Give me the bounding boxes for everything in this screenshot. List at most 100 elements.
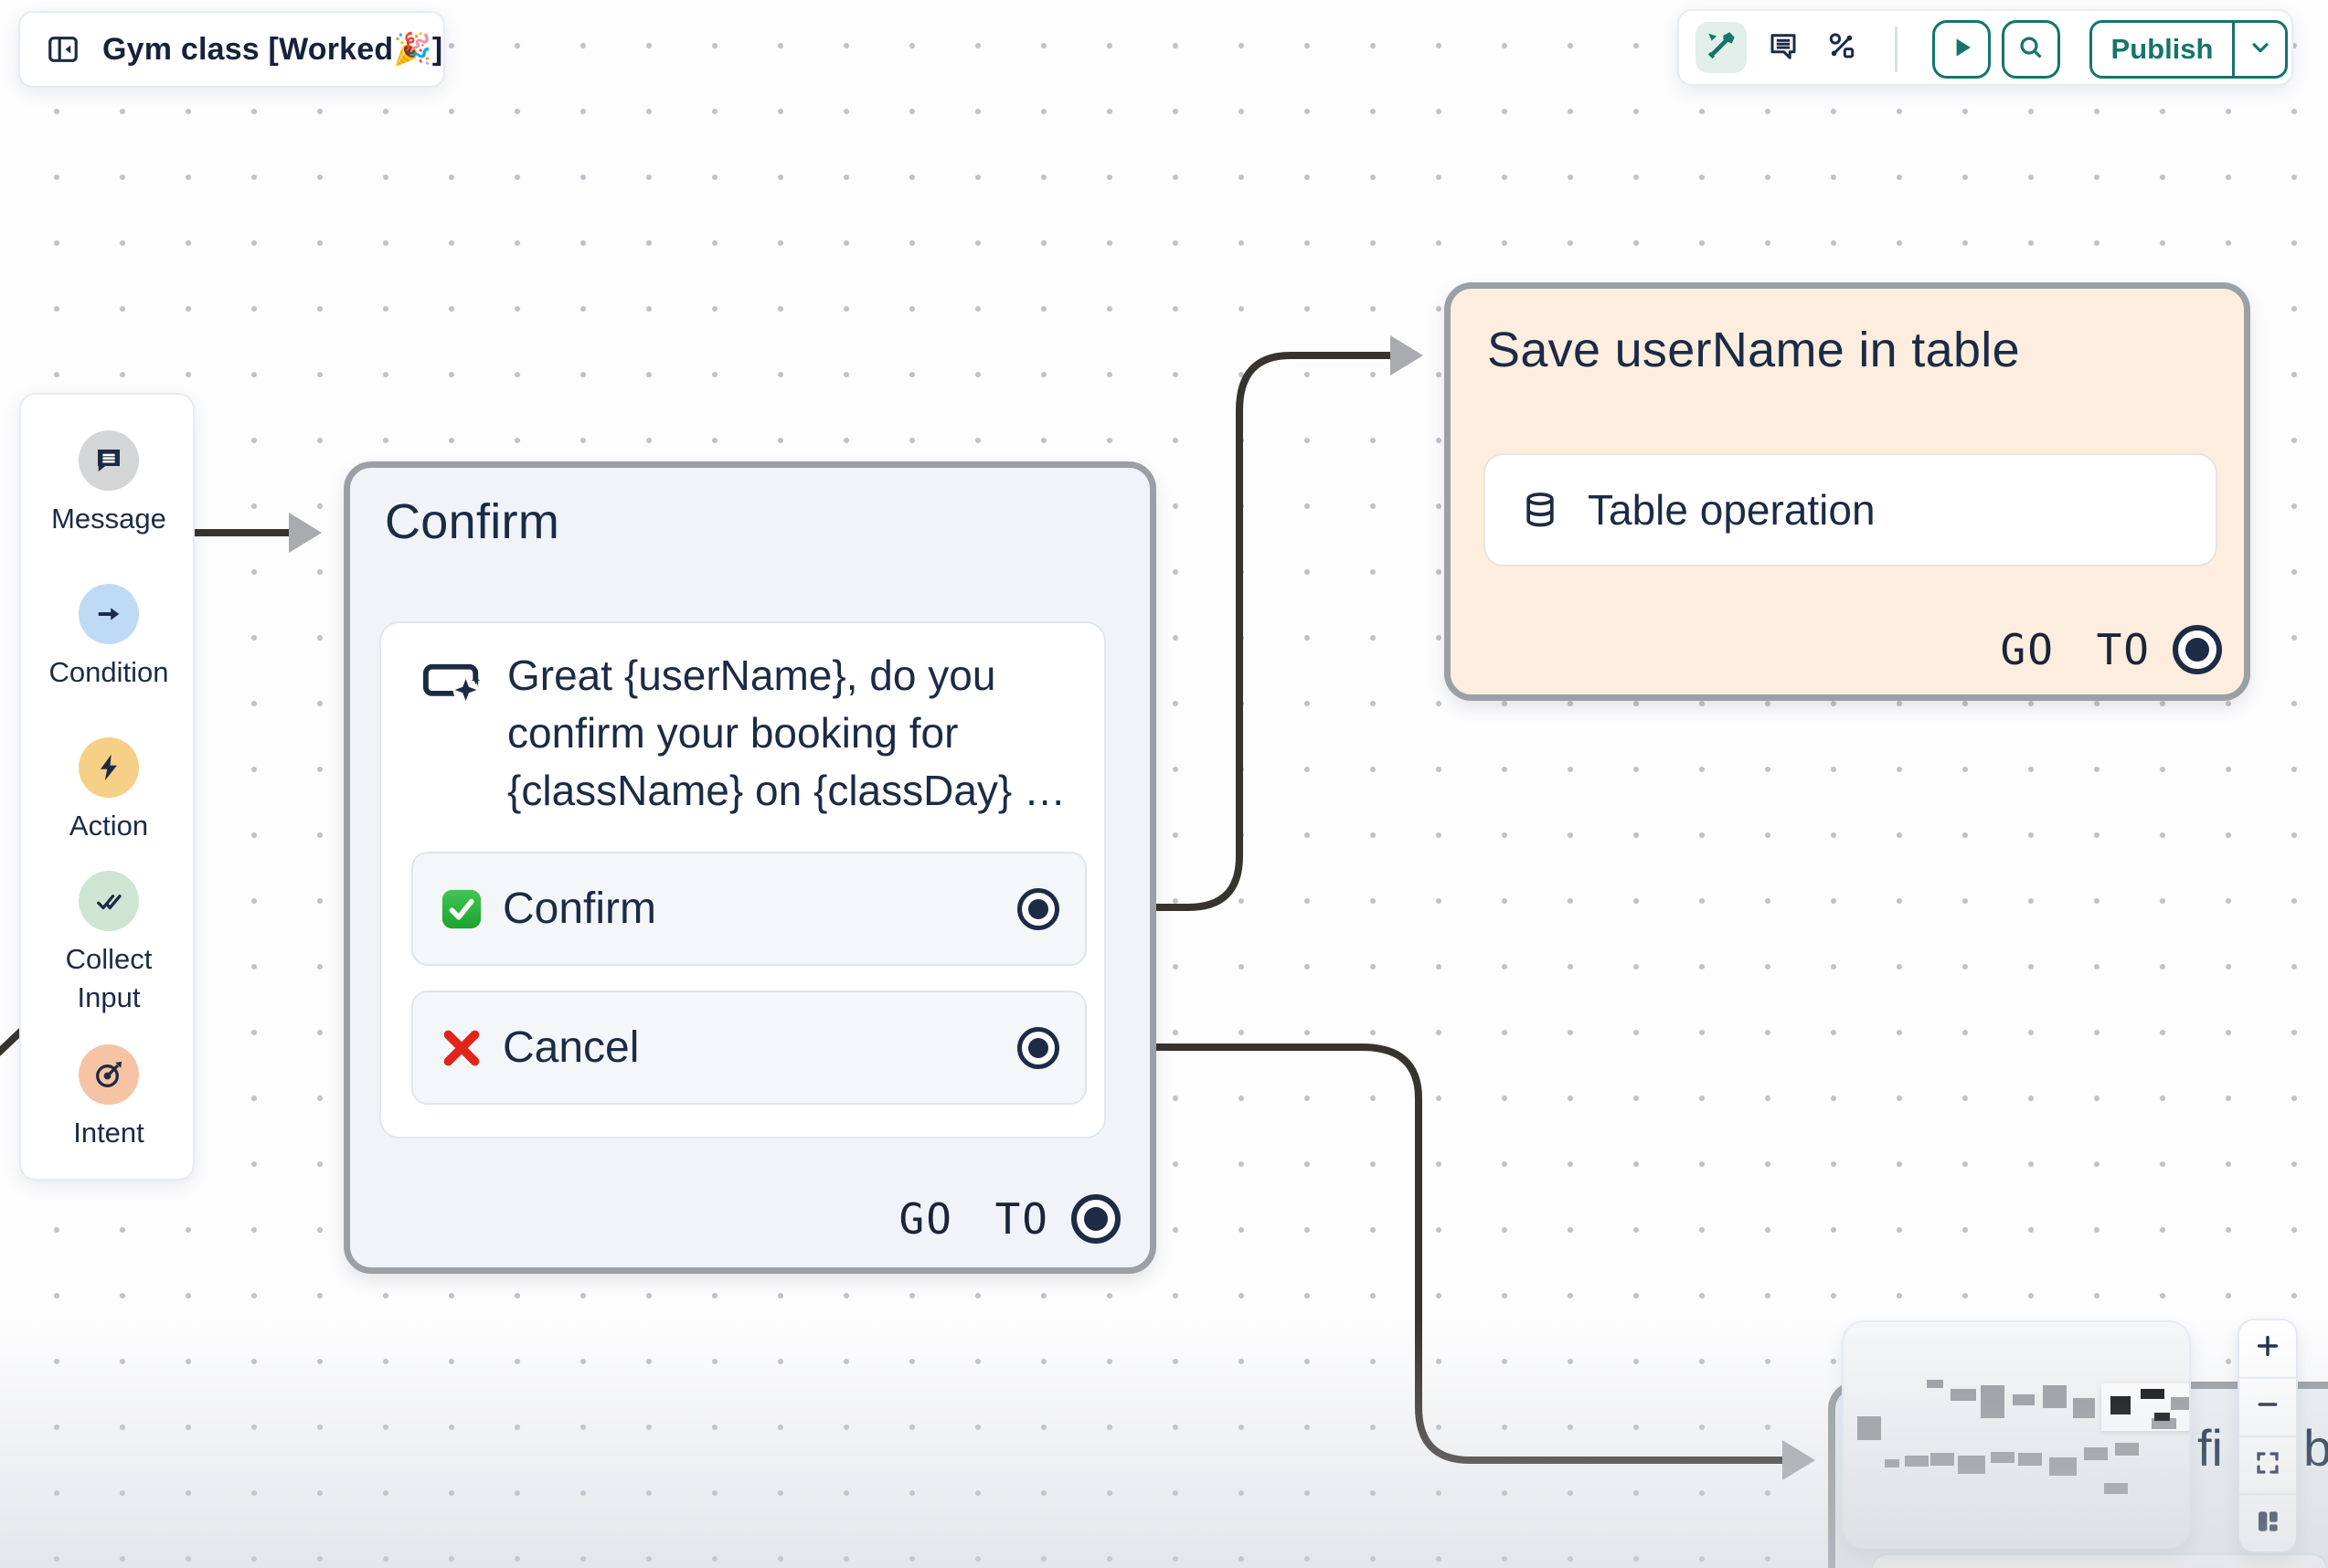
chevron-down-icon [2247, 34, 2274, 66]
toolbar-divider [1895, 26, 1897, 72]
panel-left-icon[interactable] [46, 32, 80, 67]
play-icon [1946, 32, 1977, 68]
palette-item-message[interactable]: Message [21, 430, 197, 538]
project-title-chip[interactable]: Gym class [Worked🎉] [18, 11, 445, 88]
table-operation-label: Table operation [1588, 485, 1876, 535]
palette-item-label: Intent [73, 1114, 144, 1152]
minimap-node-rect [2154, 1413, 2170, 1421]
intent-target-icon [79, 1044, 139, 1105]
publish-caret-button[interactable] [2232, 23, 2285, 76]
palette-item-condition[interactable]: Condition [21, 584, 197, 692]
check-emoji-icon [441, 888, 483, 930]
table-operation-row[interactable]: Table operation [1483, 453, 2217, 567]
node-confirm[interactable]: Confirm Great {userName}, do you confirm… [344, 461, 1156, 1274]
minimap-node-rect [1905, 1456, 1929, 1467]
port-save-goto[interactable] [2173, 625, 2222, 674]
node-title: Confirm [385, 493, 559, 550]
layout-icon [2253, 1507, 2282, 1541]
arrowhead-save [1390, 335, 1423, 376]
minimap-node-rect [1951, 1389, 1976, 1401]
publish-label[interactable]: Publish [2092, 23, 2232, 76]
minimap-node-rect [2141, 1389, 2164, 1399]
minimap-node-rect [1991, 1452, 2014, 1463]
plus-icon [2253, 1331, 2282, 1365]
palette-item-label: Action [69, 807, 148, 845]
minimap-node-rect [2104, 1483, 2128, 1494]
bolt-icon [79, 737, 139, 798]
tools-button[interactable] [1696, 22, 1747, 73]
search-button[interactable] [2002, 20, 2060, 79]
partial-text-fragment: fi [2197, 1418, 2223, 1478]
palette-item-action[interactable]: Action [21, 737, 197, 845]
port-confirm-choice[interactable] [1017, 888, 1059, 930]
card-sparkle-icon [423, 660, 484, 704]
palette-item-label: Collect Input [40, 940, 177, 1017]
zoom-in-button[interactable] [2239, 1320, 2296, 1377]
partial-text-fragment: b [2303, 1418, 2328, 1478]
port-confirm-goto[interactable] [1071, 1194, 1121, 1244]
fit-screen-button[interactable] [2239, 1436, 2296, 1494]
minimap-node-rect [2171, 1397, 2191, 1410]
comment-icon [1767, 29, 1800, 67]
minimap-node-rect [2115, 1443, 2139, 1456]
edge-confirm-to-save[interactable] [1153, 355, 1393, 907]
comments-button[interactable] [1758, 22, 1809, 73]
tools-icon [1705, 29, 1738, 67]
partial-inner-card [1871, 1553, 2328, 1568]
minimap-node-rect [1930, 1453, 1954, 1466]
choice-row-confirm[interactable]: Confirm [411, 852, 1087, 966]
palette-item-collect-input[interactable]: Collect Input [21, 871, 197, 1017]
port-cancel-choice[interactable] [1017, 1027, 1059, 1069]
database-icon [1520, 490, 1560, 530]
minimap[interactable] [1842, 1320, 2191, 1549]
edge-cancel-to-partial[interactable] [1153, 1047, 1784, 1460]
top-toolbar: Publish [1677, 9, 2293, 86]
zoom-controls [2238, 1319, 2298, 1553]
variants-button[interactable] [1816, 22, 1867, 73]
cross-emoji-icon [441, 1027, 483, 1069]
goto-label: GO TO [2001, 625, 2151, 674]
minimap-node-rect [1857, 1416, 1881, 1440]
minimap-node-rect [1981, 1385, 2004, 1418]
arrow-right-icon [79, 584, 139, 644]
choice-label: Confirm [503, 884, 656, 934]
zoom-out-button[interactable] [2239, 1377, 2296, 1436]
choice-row-cancel[interactable]: Cancel [411, 991, 1087, 1105]
minimap-node-rect [2049, 1457, 2077, 1476]
search-icon [2015, 32, 2046, 68]
minimap-node-rect [1927, 1380, 1943, 1388]
variants-icon [1825, 29, 1858, 67]
double-check-icon [79, 871, 139, 931]
layout-button[interactable] [2239, 1493, 2296, 1552]
palette-item-intent[interactable]: Intent [21, 1044, 197, 1152]
expand-icon [2253, 1448, 2282, 1482]
confirm-message-card[interactable]: Great {userName}, do you confirm your bo… [379, 621, 1106, 1139]
minimap-node-rect [2043, 1385, 2067, 1408]
goto-row: GO TO [2001, 625, 2222, 674]
node-save-username[interactable]: Save userName in table Table operation G… [1444, 282, 2250, 701]
minus-icon [2253, 1390, 2282, 1424]
minimap-node-rect [2018, 1453, 2042, 1466]
run-button[interactable] [1932, 20, 1991, 79]
minimap-node-rect [2013, 1394, 2035, 1405]
goto-label: GO TO [899, 1194, 1049, 1244]
project-title: Gym class [Worked🎉] [102, 31, 442, 68]
arrowhead-confirm [289, 513, 322, 553]
publish-button[interactable]: Publish [2089, 20, 2288, 79]
message-row: Great {userName}, do you confirm your bo… [423, 647, 1100, 820]
goto-row: GO TO [899, 1194, 1121, 1244]
message-text: Great {userName}, do you confirm your bo… [507, 647, 1100, 820]
palette-item-label: Message [51, 500, 166, 538]
choice-label: Cancel [503, 1022, 639, 1073]
minimap-node-rect [2084, 1447, 2108, 1460]
arrowhead-partial [1782, 1440, 1815, 1480]
minimap-node-rect [2110, 1396, 2131, 1414]
message-icon [79, 430, 139, 491]
node-title: Save userName in table [1487, 322, 2020, 378]
minimap-node-rect [1958, 1456, 1985, 1474]
minimap-node-rect [1885, 1459, 1899, 1467]
palette-item-label: Condition [49, 653, 169, 692]
step-palette-sidebar: MessageConditionActionCollect InputInten… [19, 393, 195, 1181]
minimap-node-rect [2073, 1398, 2095, 1418]
